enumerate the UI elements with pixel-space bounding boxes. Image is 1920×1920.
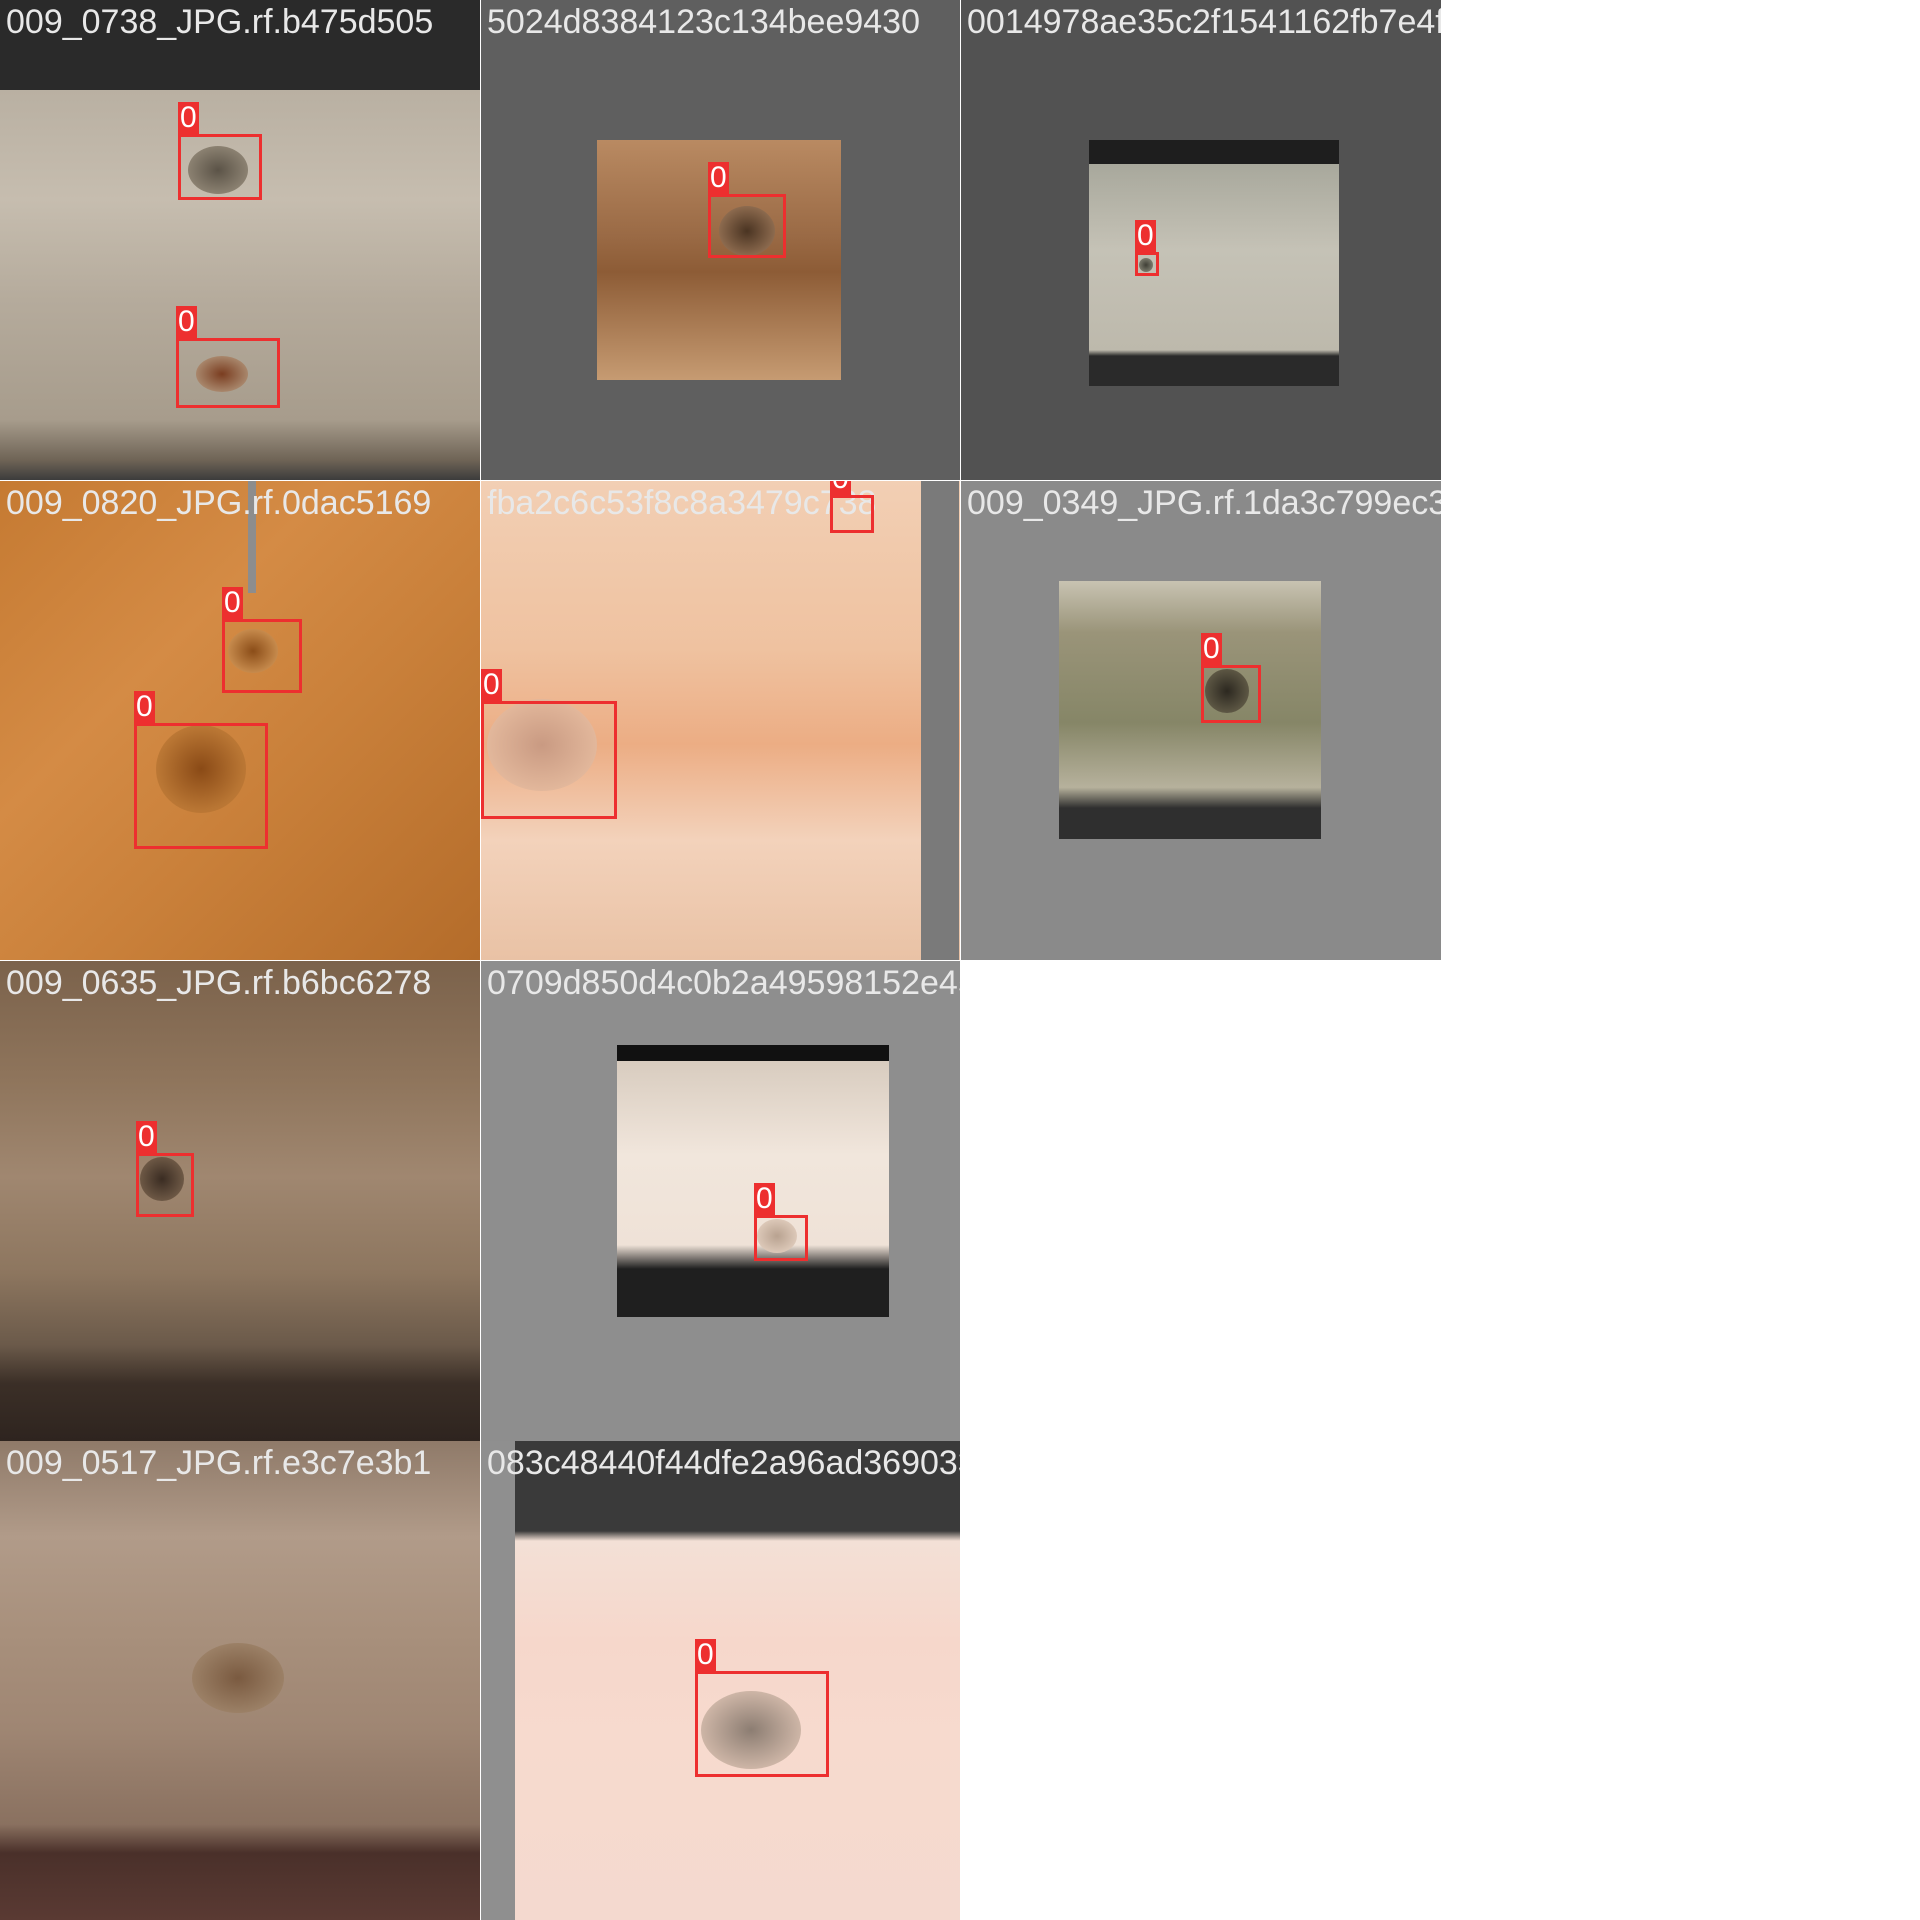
image-tile: 5024d8384123c134bee9430 0 [481, 0, 960, 480]
detection-label: 0 [1201, 632, 1222, 665]
wood-knot [156, 725, 246, 813]
detection-box [134, 723, 268, 849]
image-tile: 009_0738_JPG.rf.b475d505 0 0 [0, 0, 480, 480]
detection-label: 0 [754, 1182, 775, 1215]
detection-label: 0 [481, 668, 502, 701]
image-tile: 0014978ae35c2f1541162fb7e4f5f3f6d9948fc … [961, 0, 1441, 480]
detection-box [830, 495, 874, 533]
nail [248, 481, 256, 593]
wood-knot [719, 206, 775, 256]
wood-knot [228, 629, 278, 673]
tile-title: 0709d850d4c0b2a49598152e4588be9d52bcd1 [487, 964, 960, 1002]
tile-title: 083c48440f44dfe2a96ad369033cfa50922478a [487, 1444, 960, 1482]
tile-title: fba2c6c53f8c8a3479c738 [487, 484, 877, 522]
detection-label: 0 [134, 690, 155, 723]
detection-label: 0 [176, 305, 197, 338]
image-tile: 009_0820_JPG.rf.0dac5169 0 0 [0, 481, 480, 960]
wood-knot [196, 356, 248, 392]
detection-box [695, 1671, 829, 1777]
detection-label: 0 [830, 481, 851, 495]
detection-box [222, 619, 302, 693]
tile-title: 009_0349_JPG.rf.1da3c799ec3f2e4fa8e600d8 [967, 484, 1441, 522]
detection-label: 0 [178, 101, 199, 134]
tile-title: 5024d8384123c134bee9430 [487, 3, 921, 41]
wood-knot [757, 1219, 797, 1253]
wood-knot [1139, 258, 1153, 272]
detection-box [708, 194, 786, 258]
detection-label: 0 [708, 161, 729, 194]
detection-box [178, 134, 262, 200]
detection-box [754, 1215, 808, 1261]
wood-knot [487, 699, 597, 791]
wood-board [1089, 140, 1339, 386]
image-padding [921, 481, 959, 960]
detection-label: 0 [136, 1120, 157, 1153]
wood-board [515, 1441, 960, 1920]
detection-box [136, 1153, 194, 1217]
detection-box [481, 701, 617, 819]
detection-label: 0 [1135, 219, 1156, 252]
detection-box [1135, 252, 1159, 276]
tile-title: 009_0635_JPG.rf.b6bc6278 [6, 964, 432, 1002]
tile-title: 0014978ae35c2f1541162fb7e4f5f3f6d9948fc [967, 3, 1441, 41]
tile-title: 009_0738_JPG.rf.b475d505 [6, 3, 434, 41]
image-tile: 0709d850d4c0b2a49598152e4588be9d52bcd1 0 [481, 961, 960, 1441]
image-tile: 009_0349_JPG.rf.1da3c799ec3f2e4fa8e600d8… [961, 481, 1441, 960]
wood-knot [701, 1691, 801, 1769]
wood-board [1059, 581, 1321, 839]
detection-box [176, 338, 280, 408]
image-tile: 083c48440f44dfe2a96ad369033cfa50922478a … [481, 1441, 960, 1920]
wood-board [597, 140, 841, 380]
wood-board [617, 1045, 889, 1317]
image-tile: 009_0635_JPG.rf.b6bc6278 0 [0, 961, 480, 1441]
detection-label: 0 [222, 586, 243, 619]
wood-knot [192, 1643, 284, 1713]
detection-box [1201, 665, 1261, 723]
detection-label: 0 [695, 1638, 716, 1671]
wood-knot [140, 1157, 184, 1201]
wood-knot [188, 146, 248, 194]
image-tile: 009_0517_JPG.rf.e3c7e3b1 [0, 1441, 480, 1920]
tile-title: 009_0517_JPG.rf.e3c7e3b1 [6, 1444, 432, 1482]
tile-title: 009_0820_JPG.rf.0dac5169 [6, 484, 432, 522]
wood-knot [1205, 669, 1249, 713]
image-tile: fba2c6c53f8c8a3479c738 0 0 [481, 481, 960, 960]
